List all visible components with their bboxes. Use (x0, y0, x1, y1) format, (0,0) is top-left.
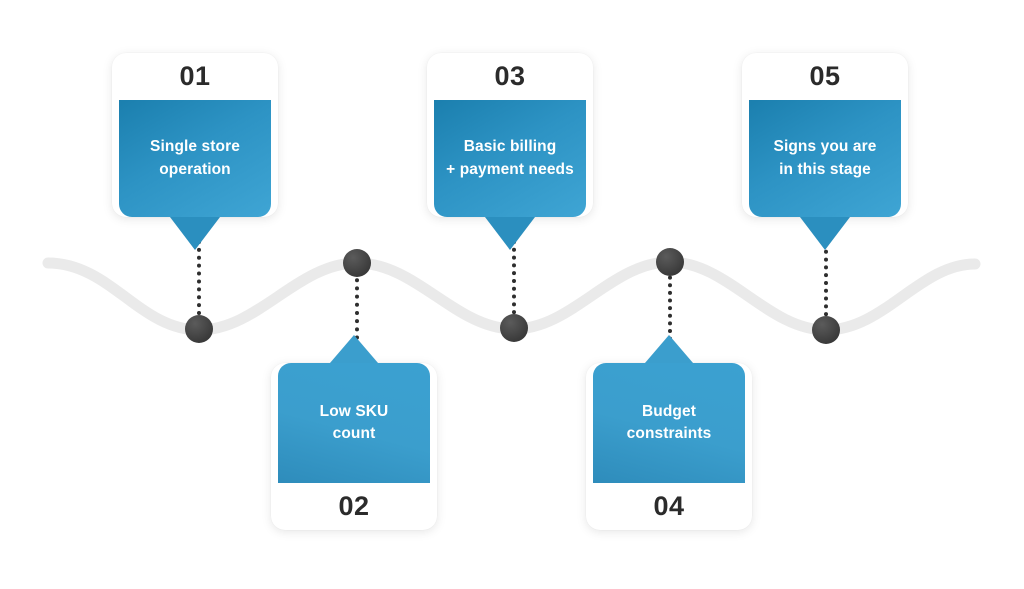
node-dot-03[interactable] (500, 314, 528, 342)
step-number-01: 01 (179, 61, 211, 91)
pointer-triangle-03 (485, 217, 535, 250)
step-number-04: 04 (653, 491, 685, 521)
step-body-01: Single store operation (119, 100, 271, 250)
step-number-02: 02 (338, 491, 370, 521)
step-number-03: 03 (494, 61, 526, 91)
connector-stem-01 (197, 240, 205, 323)
pointer-triangle-01 (170, 217, 220, 250)
connector-stem-03 (512, 240, 520, 322)
pointer-triangle-02 (330, 335, 378, 363)
step-body-05: Signs you are in this stage (749, 100, 901, 250)
step-body-02: Low SKU count (278, 335, 430, 483)
pointer-triangle-04 (645, 335, 693, 363)
step-card-04[interactable]: Budget constraints 04 (586, 335, 752, 530)
connector-stem-05 (824, 242, 832, 324)
step-label-05: Signs you are in this stage (773, 138, 877, 178)
step-number-05: 05 (809, 61, 841, 91)
step-label-03: Basic billing + payment needs (446, 138, 574, 178)
node-dot-04[interactable] (656, 248, 684, 276)
step-label-01: Single store operation (150, 138, 240, 178)
step-label-04: Budget constraints (626, 402, 712, 442)
pointer-triangle-05 (800, 217, 850, 250)
node-dot-01[interactable] (185, 315, 213, 343)
step-body-04: Budget constraints (593, 335, 745, 483)
step-card-02[interactable]: Low SKU count 02 (271, 335, 437, 530)
node-dot-05[interactable] (812, 316, 840, 344)
node-dot-02[interactable] (343, 249, 371, 277)
step-label-02: Low SKU count (319, 402, 389, 442)
step-body-03: Basic billing + payment needs (434, 100, 586, 250)
